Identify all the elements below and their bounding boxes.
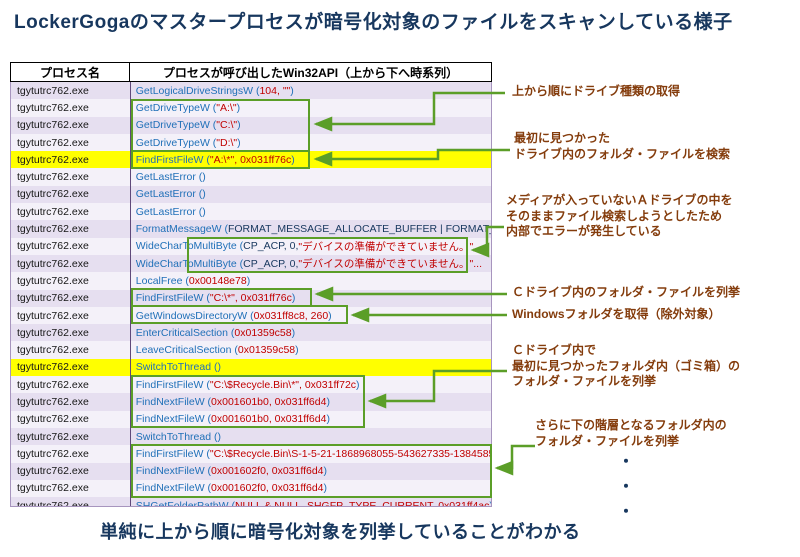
table-row: tgytutrc762.exe FormatMessageW ( FORMAT_M… (11, 220, 491, 238)
table-row: tgytutrc762.exe EnterCriticalSection ( 0x… (11, 324, 491, 342)
process-name: tgytutrc762.exe (11, 151, 131, 169)
process-name: tgytutrc762.exe (11, 393, 131, 411)
process-name: tgytutrc762.exe (11, 168, 131, 186)
process-name: tgytutrc762.exe (11, 462, 131, 480)
api-call: FindNextFileW ( 0x001601b0, 0x031ff6d4 ) (135, 413, 330, 426)
api-call: FindNextFileW ( 0x001602f0, 0x031ff6d4 ) (135, 465, 328, 478)
process-name: tgytutrc762.exe (11, 358, 131, 377)
annotation-subfolder-enum: さらに下の階層となるフォルダ内の フォルダ・ファイルを列挙 (535, 418, 727, 448)
process-name: tgytutrc762.exe (11, 237, 131, 255)
column-header-process: プロセス名 (10, 62, 130, 82)
process-name: tgytutrc762.exe (11, 203, 131, 221)
api-call: WideCharToMultiByte ( CP_ACP, 0, "デバイスの準… (135, 257, 482, 271)
continuation-dots: ・ ・ ・ (618, 454, 635, 521)
arrow-subfolder-enum (494, 444, 535, 476)
api-call: GetDriveTypeW ( "C:\" ) (135, 119, 241, 132)
process-name: tgytutrc762.exe (11, 272, 131, 290)
api-call: SwitchToThread ( ) (135, 430, 221, 443)
api-call: WideCharToMultiByte ( CP_ACP, 0, "デバイスの準… (135, 240, 482, 253)
api-call: EnterCriticalSection ( 0x01359c58 ) (135, 326, 296, 339)
api-call: GetLastError ( ) (135, 205, 206, 218)
table-row: tgytutrc762.exe GetLastError ( ) (11, 168, 491, 186)
table-row: tgytutrc762.exe SwitchToThread ( ) (11, 427, 491, 446)
api-call: FindFirstFileW ( "C:\$Recycle.Bin\S-1-5-… (135, 447, 491, 460)
api-call: LeaveCriticalSection ( 0x01359c58 ) (135, 344, 299, 357)
table-row: tgytutrc762.exe SwitchToThread ( ) (11, 358, 491, 377)
annotation-recyclebin-enum: Ｃドライブ内で 最初に見つかったフォルダ内（ゴミ箱）の フォルダ・ファイルを列挙 (512, 343, 741, 388)
conclusion-text: 単純に上から順に暗号化対象を列挙していることがわかる (100, 522, 581, 542)
table-row: tgytutrc762.exe SHGetFolderPathW ( NULL &… (11, 497, 491, 507)
table-row: tgytutrc762.exe GetLastError ( ) (11, 203, 491, 221)
annotation-windows-folder: Windowsフォルダを取得（除外対象） (512, 307, 721, 321)
table-row: tgytutrc762.exe GetLastError ( ) (11, 185, 491, 204)
process-name: tgytutrc762.exe (11, 220, 131, 238)
process-name: tgytutrc762.exe (11, 82, 131, 100)
column-header-win32api: プロセスが呼び出したWin32API（上から下へ時系列） (130, 62, 492, 82)
api-call: GetLastError ( ) (135, 171, 206, 184)
api-call: GetDriveTypeW ( "A:\" ) (135, 101, 241, 114)
api-call: FindNextFileW ( 0x001601b0, 0x031ff6d4 ) (135, 395, 330, 408)
annotation-media-error: メディアが入っていないＡドライブの中を そのままファイル検索しようとしたため 内… (506, 193, 733, 238)
annotation-first-drive: 最初に見つかった ドライブ内のフォルダ・ファイルを検索 (514, 131, 731, 161)
api-call: GetDriveTypeW ( "D:\" ) (135, 136, 241, 149)
process-name: tgytutrc762.exe (11, 254, 131, 273)
process-name: tgytutrc762.exe (11, 479, 131, 498)
process-name: tgytutrc762.exe (11, 185, 131, 204)
api-call: FormatMessageW ( FORMAT_MESSAGE_ALLOCATE… (135, 223, 491, 236)
table-row: tgytutrc762.exe WideCharToMultiByte ( CP_… (11, 237, 491, 255)
highlight-box-recyclebin (131, 375, 365, 428)
process-name: tgytutrc762.exe (11, 289, 131, 307)
api-call: FindFirstFileW ( "A:\*", 0x031ff76c ) (135, 153, 295, 166)
process-name: tgytutrc762.exe (11, 306, 131, 325)
table-header-row: プロセス名 プロセスが呼び出したWin32API（上から下へ時系列） (10, 62, 492, 82)
api-call: GetWindowsDirectoryW ( 0x031ff8c8, 260 ) (135, 309, 332, 322)
process-name: tgytutrc762.exe (11, 497, 131, 506)
api-call: FindFirstFileW ( "C:\*", 0x031ff76c ) (135, 292, 296, 305)
process-name: tgytutrc762.exe (11, 427, 131, 446)
process-name: tgytutrc762.exe (11, 133, 131, 152)
highlight-box-findfirst-a (131, 150, 310, 169)
highlight-box-drivetype (131, 99, 310, 152)
api-call: SHGetFolderPathW ( NULL & NULL, SHGFP_TY… (135, 499, 491, 507)
table-row: tgytutrc762.exe LocalFree ( 0x00148e78 ) (11, 272, 491, 290)
process-name: tgytutrc762.exe (11, 324, 131, 342)
api-call: FindNextFileW ( 0x001602f0, 0x031ff6d4 ) (135, 482, 328, 495)
process-name: tgytutrc762.exe (11, 410, 131, 428)
highlight-box-windows-dir (131, 305, 348, 324)
process-name: tgytutrc762.exe (11, 376, 131, 394)
process-name: tgytutrc762.exe (11, 116, 131, 134)
table-row: tgytutrc762.exe GetLogicalDriveStringsW (… (11, 82, 491, 100)
api-call: GetLogicalDriveStringsW ( 104, "" ) (135, 84, 294, 97)
annotation-drive-type: 上から順にドライブ種類の取得 (512, 84, 681, 98)
api-call: GetLastError ( ) (135, 188, 206, 201)
process-name: tgytutrc762.exe (11, 99, 131, 117)
highlight-box-recyclebin-sub (131, 444, 492, 498)
table-row: tgytutrc762.exe WideCharToMultiByte ( CP_… (11, 254, 491, 273)
table-row: tgytutrc762.exe LeaveCriticalSection ( 0x… (11, 341, 491, 359)
highlight-box-device-error (187, 237, 468, 273)
api-call: FindFirstFileW ( "C:\$Recycle.Bin\*", 0x… (135, 378, 360, 391)
process-name: tgytutrc762.exe (11, 341, 131, 359)
api-call: LocalFree ( 0x00148e78 ) (135, 274, 251, 287)
process-name: tgytutrc762.exe (11, 445, 131, 463)
annotation-c-drive-enum: Ｃドライブ内のフォルダ・ファイルを列挙 (512, 285, 741, 299)
api-call: SwitchToThread ( ) (135, 361, 221, 374)
page-title: LockerGogaのマスタープロセスが暗号化対象のファイルをスキャンしている様… (14, 12, 733, 33)
